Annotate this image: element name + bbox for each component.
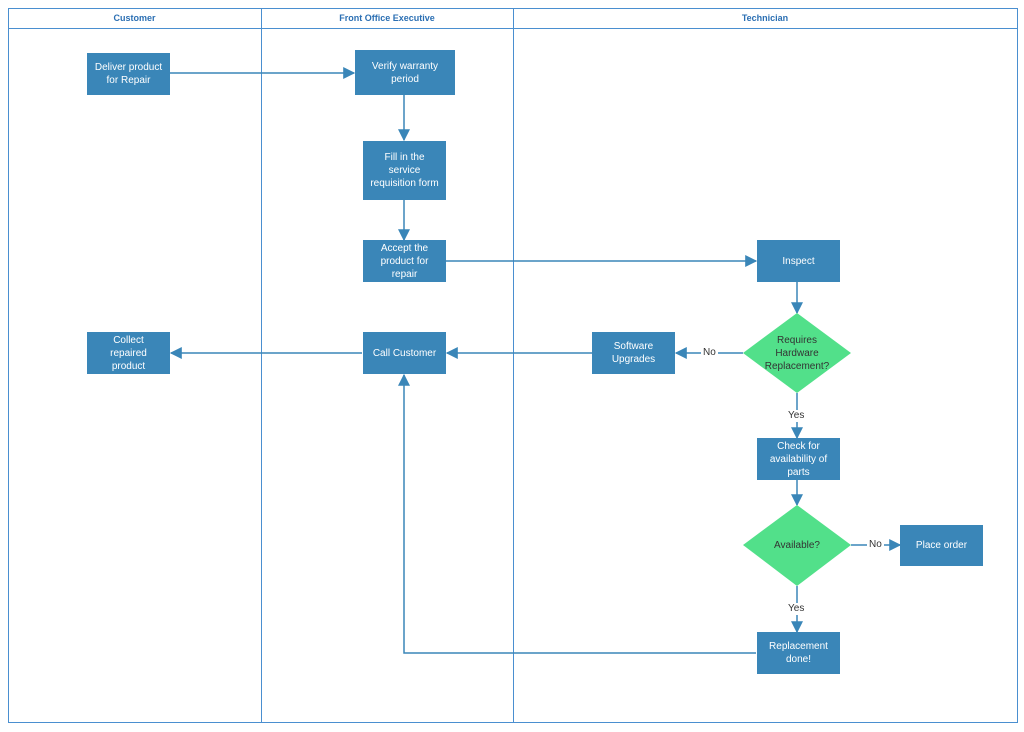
- edge-label-hw-yes: Yes: [786, 410, 807, 422]
- edge-label-avail-yes: Yes: [786, 603, 807, 615]
- lane-title-front-office: Front Office Executive: [339, 13, 435, 23]
- node-software-upgrades[interactable]: Software Upgrades: [592, 332, 675, 374]
- edge-label-avail-no: No: [867, 539, 884, 551]
- node-deliver-product[interactable]: Deliver product for Repair: [87, 53, 170, 95]
- decision-requires-hardware-label: Requires Hardware Replacement?: [764, 334, 830, 372]
- decision-available-label: Available?: [774, 540, 820, 551]
- node-replacement-done[interactable]: Replacement done!: [757, 632, 840, 674]
- lane-title-customer: Customer: [113, 13, 156, 23]
- lane-title-technician: Technician: [741, 13, 789, 23]
- decision-available: [743, 505, 851, 586]
- node-call-customer[interactable]: Call Customer: [363, 332, 446, 374]
- node-inspect[interactable]: Inspect: [757, 240, 840, 282]
- node-fill-form[interactable]: Fill in the service requisition form: [363, 141, 446, 200]
- node-collect-product[interactable]: Collect repaired product: [87, 332, 170, 374]
- node-place-order[interactable]: Place order: [900, 525, 983, 566]
- node-verify-warranty[interactable]: Verify warranty period: [355, 50, 455, 95]
- node-accept-product[interactable]: Accept the product for repair: [363, 240, 446, 282]
- edge-replacement-call: [398, 373, 756, 654]
- node-check-parts[interactable]: Check for availability of parts: [757, 438, 840, 480]
- edge-label-hw-no: No: [701, 347, 718, 359]
- decision-requires-hardware: [743, 313, 851, 393]
